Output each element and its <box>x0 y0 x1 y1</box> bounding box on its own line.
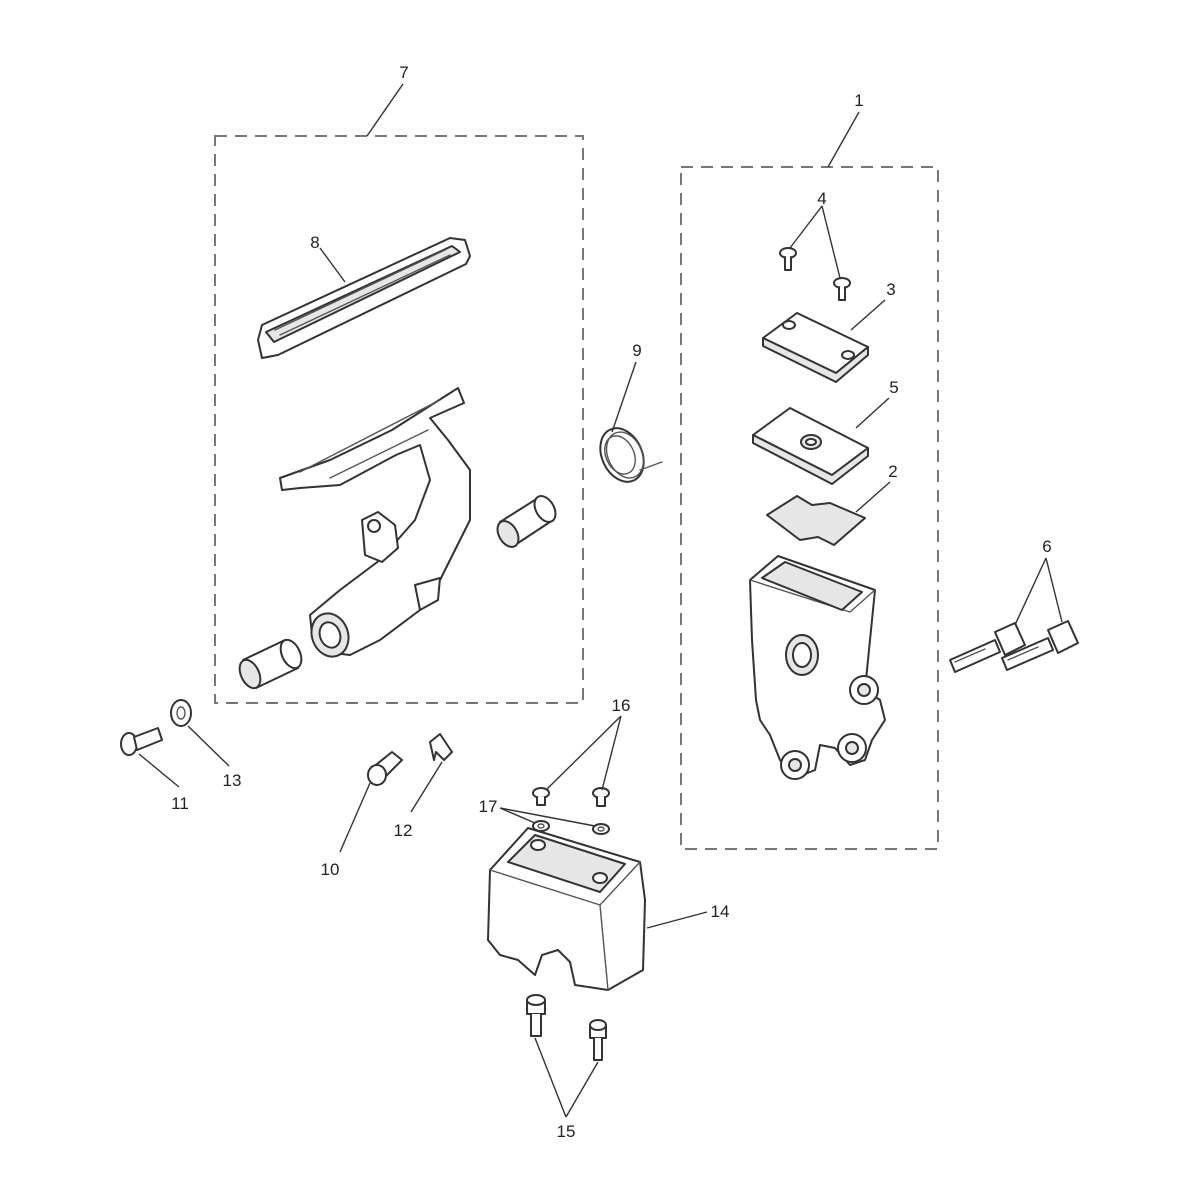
rubber-gasket <box>766 495 866 546</box>
cover-cap-screw-15a <box>526 994 546 1037</box>
mounting-bolt-1 <box>949 622 1026 673</box>
screw-11 <box>120 727 163 756</box>
leader-lines <box>138 83 1063 1118</box>
callout-12: 12 <box>394 821 413 840</box>
callout-15: 15 <box>557 1122 576 1141</box>
reservoir-cap <box>762 312 869 383</box>
pedal-bush-right <box>496 495 557 548</box>
cover-screw-16b <box>592 787 610 807</box>
callout-8: 8 <box>310 233 319 252</box>
group-box-master-cylinder <box>680 166 939 850</box>
cover-cap-screw-15b <box>589 1019 607 1061</box>
master-cylinder-cover <box>487 827 646 991</box>
callout-17: 17 <box>479 797 498 816</box>
callout-16: 16 <box>612 696 631 715</box>
return-spring <box>599 427 663 483</box>
clevis-pin <box>367 751 403 786</box>
callout-1: 1 <box>854 91 863 110</box>
retaining-clip <box>429 733 453 761</box>
brake-pedal-lever <box>279 387 471 658</box>
callout-10: 10 <box>321 860 340 879</box>
pedal-rubber-pad <box>257 237 471 359</box>
callout-2: 2 <box>888 462 897 481</box>
cover-washer-17b <box>592 823 610 835</box>
washer-13 <box>170 699 192 727</box>
master-cylinder-body <box>749 555 886 780</box>
callouts: 1 2 3 4 5 6 7 8 9 10 11 12 13 14 15 16 1… <box>171 63 1052 1141</box>
callout-7: 7 <box>399 63 408 82</box>
group-box-pedal-assembly <box>214 135 584 704</box>
callout-11: 11 <box>171 794 189 813</box>
callout-5: 5 <box>889 378 898 397</box>
callout-13: 13 <box>223 771 242 790</box>
callout-3: 3 <box>886 280 895 299</box>
pedal-bush-left <box>238 638 303 690</box>
callout-9: 9 <box>632 341 641 360</box>
callout-6: 6 <box>1042 537 1051 556</box>
callout-4: 4 <box>817 189 826 208</box>
diaphragm-plate <box>752 407 869 485</box>
callout-14: 14 <box>711 902 730 921</box>
reservoir-cap-screw-1 <box>779 247 797 271</box>
reservoir-cap-screw-2 <box>833 277 851 301</box>
cover-screw-16a <box>532 787 550 806</box>
mounting-bolt-2 <box>1001 620 1079 671</box>
